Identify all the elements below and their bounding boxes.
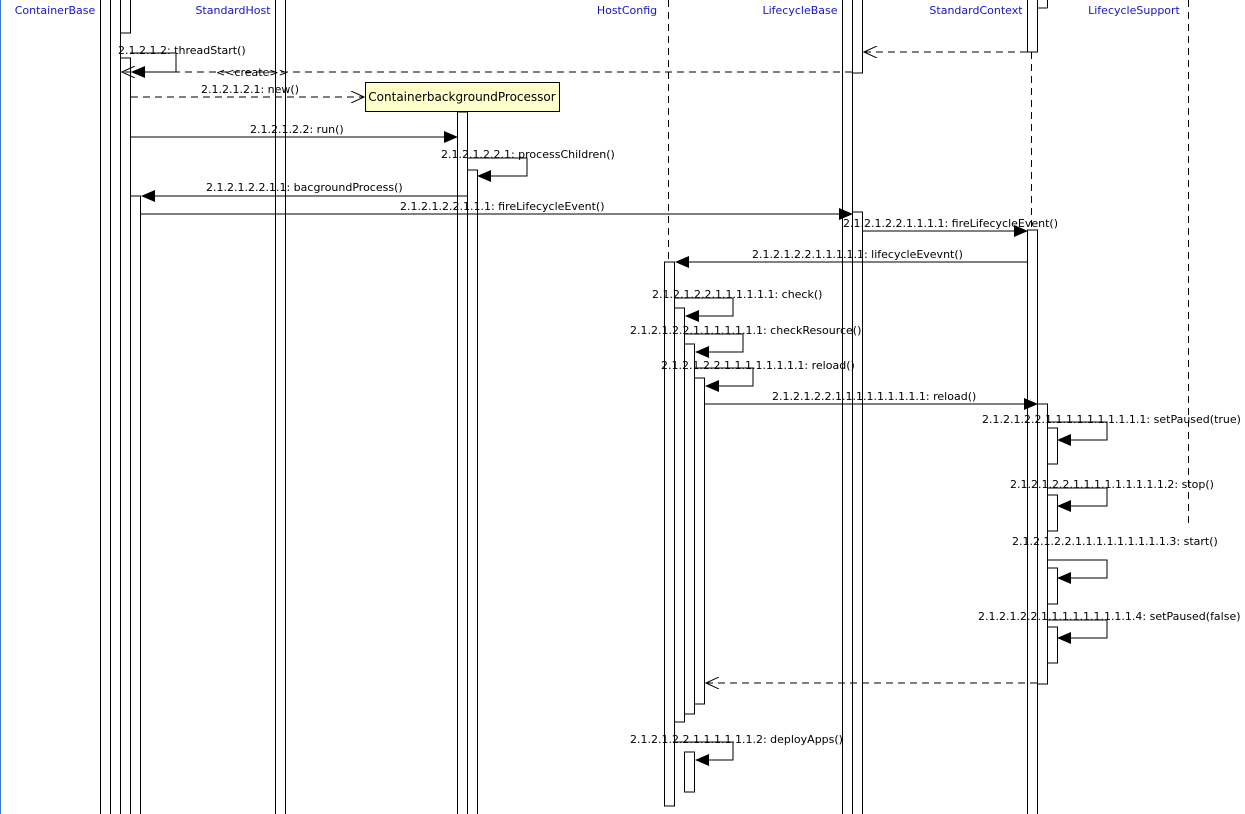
message-check [675,297,734,322]
message-reload1 [695,367,754,392]
participant-lifecyclebase: LifecycleBase [762,4,837,17]
message-start [1047,559,1108,584]
message-label: 2.1.2.1.2.2: run() [250,123,344,136]
message-setpausedfalse [1047,619,1108,644]
participant-lifecyclesupport: LifecycleSupport [1088,4,1180,17]
message-processchildren [467,157,528,182]
message-label: 2.1.2.1.2.2.1.1.1: fireLifecycleEvent() [400,200,605,213]
created-object-label: ContainerbackgroundProcessor [368,90,555,104]
message-label: 2.1.2.1.2.1: new() [201,83,299,96]
message-stop [1047,487,1108,512]
activation-bar [1027,0,1038,53]
message-label: 2.1.2.1.2.2.1.1.1.1.1: lifecycleEvevnt() [752,248,963,261]
activation-bar [852,211,863,814]
participant-containerbase: ContainerBase [15,4,96,17]
created-object-box [365,82,560,112]
message-label: 2.1.2.1.2.2.1.1.1.1.1.1.1.1.1: reload() [772,390,976,403]
activation-bar [684,751,695,793]
message-label: 2.1.2.1.2.2.1.1.1.1.1.1.1.1.1.1: setPaus… [982,413,1241,426]
participant-standardhost: StandardHost [195,4,271,17]
activation-bar [275,0,286,814]
activation-bar [1047,427,1058,465]
message-label: 2.1.2.1.2.2.1.1.1.1.1.1.1: checkResource… [630,324,861,337]
activation-bar [120,57,131,814]
activation-bar [1027,229,1038,814]
activation-bar [664,261,675,807]
message-label: 2.1.2.1.2.2.1.1.1.1.1.1.1.1.1.3: start() [1012,535,1218,548]
activation-bar [1047,494,1058,532]
message-label: 2.1.2.1.2: threadStart() [118,44,246,57]
activation-bar [842,0,853,814]
activation-bar [684,343,695,715]
activation-bar [100,0,111,814]
message-label: 2.1.2.1.2.2.1.1.1.1.1.1.1.1.1.4: setPaus… [978,610,1241,623]
activation-bar [467,169,478,814]
activation-bar [852,0,863,74]
message-setpausedtrue [1047,421,1108,446]
message-label: 2.1.2.1.2.2.1.1.1.1.1.1.1.1: reload() [661,359,855,372]
message-label: <<create>> [216,66,288,79]
participant-standardcontext: StandardContext [929,4,1023,17]
message-label: 2.1.2.1.2.2.1.1.1.1.1.1.1.1.1.2: stop() [1010,478,1214,491]
activation-bar [120,0,131,34]
message-label: 2.1.2.1.2.2.1: processChildren() [441,148,615,161]
activation-bar [1047,567,1058,605]
message-checkresource [685,333,744,358]
participant-hostconfig: HostConfig [597,4,657,17]
message-label: 2.1.2.1.2.2.1.1.1.1: fireLifecycleEvent(… [843,217,1058,230]
activation-bar [457,111,468,814]
activation-bar [1037,403,1048,685]
activation-bar [694,377,705,705]
message-deployapps [675,741,734,766]
activation-bar [130,195,141,814]
activation-bar [1047,626,1058,664]
activation-bar [110,0,121,814]
message-label: 2.1.2.1.2.2.1.1: bacgroundProcess() [206,181,403,194]
message-label: 2.1.2.1.2.2.1.1.1.1.1.1: check() [652,288,822,301]
message-label: 2.1.2.1.2.2.1.1.1.1.1.1.2: deployApps() [630,733,843,746]
